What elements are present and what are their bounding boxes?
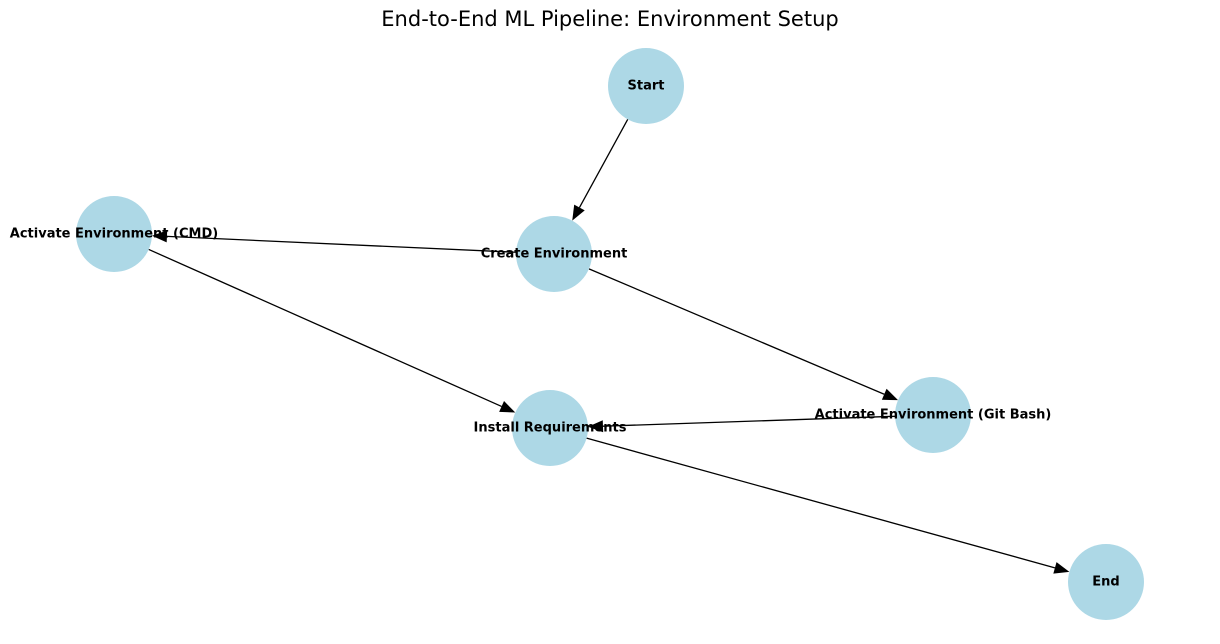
edge-start-to-create: [572, 119, 629, 221]
node-act_cmd: [76, 196, 152, 272]
edge-install-to-end: [586, 437, 1070, 574]
node-create: [516, 216, 592, 292]
edge-line: [578, 119, 629, 208]
arrow-head-icon: [572, 204, 585, 221]
edge-create-to-act_cmd: [151, 230, 517, 253]
node-label-act_cmd: Activate Environment (CMD): [10, 227, 218, 242]
edge-act_git-to-install: [587, 415, 896, 433]
edge-line: [148, 248, 502, 408]
node-label-end: End: [1092, 575, 1119, 590]
node-end: [1068, 544, 1144, 620]
edge-line: [166, 235, 517, 253]
node-install: [512, 390, 588, 466]
node-act_git: [895, 377, 971, 453]
node-label-create: Create Environment: [481, 247, 628, 262]
node-label-act_git: Activate Environment (Git Bash): [815, 408, 1052, 423]
edge-act_cmd-to-install: [148, 248, 516, 413]
arrow-head-icon: [499, 400, 516, 413]
arrow-head-icon: [587, 420, 604, 433]
node-label-start: Start: [628, 79, 665, 94]
edge-create-to-act_git: [588, 268, 899, 401]
edges-layer: [148, 119, 1070, 574]
edge-line: [588, 268, 885, 395]
edge-line: [602, 415, 896, 427]
edge-line: [586, 437, 1056, 569]
node-label-install: Install Requirements: [474, 421, 627, 436]
nodes-layer: [76, 48, 1144, 620]
arrow-head-icon: [881, 388, 899, 401]
diagram-title: End-to-End ML Pipeline: Environment Setu…: [381, 7, 839, 31]
arrow-head-icon: [1053, 562, 1070, 574]
arrow-head-icon: [151, 230, 168, 243]
node-start: [608, 48, 684, 124]
